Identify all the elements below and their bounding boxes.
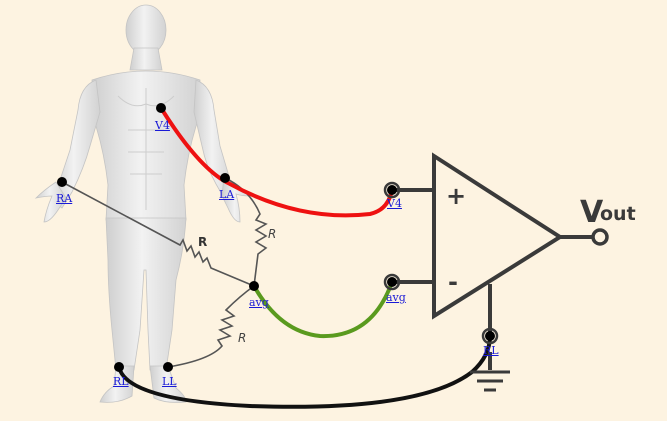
ground-icon [470,370,510,392]
avg-node-dot[interactable] [249,281,259,291]
v4-amp-dot[interactable] [387,185,397,195]
figure-shading [117,88,175,210]
resistor-label-ra: R [198,235,207,249]
resistor-label-la: R [268,227,276,241]
rl-body-dot[interactable] [114,362,124,372]
rl-body-link[interactable]: RL [113,375,129,388]
rl-amp-link[interactable]: RL [483,344,499,357]
avg-amp-terminal-ring [383,273,401,291]
rl-amp-dot[interactable] [485,331,495,341]
output-terminal [591,228,609,246]
ll-link[interactable]: LL [162,375,177,388]
electrode-dots [57,103,495,372]
avg-node-link[interactable]: avg [249,296,269,309]
ll-dot[interactable] [163,362,173,372]
rl-lead-wire [117,334,492,409]
vout-label: V [580,195,604,230]
ra-dot[interactable] [57,177,67,187]
plus-sign: + [446,182,466,210]
minus-sign: - [448,268,458,296]
ra-link[interactable]: RA [56,192,73,205]
figure-legs [105,217,187,371]
figure-right-foot [99,365,135,403]
rl-amp-terminal-ring [481,327,499,345]
figure-right-arm [51,79,101,209]
la-link[interactable]: LA [219,188,235,201]
avg-amp-dot[interactable] [387,277,397,287]
figure-left-arm [193,79,235,199]
amp-terminals [383,181,499,345]
op-amp-triangle [432,152,564,320]
vout-subscript: out [600,203,636,225]
resistor-label-ll: R [238,331,246,345]
v4-lead-wire [159,106,394,218]
v4-body-dot[interactable] [156,103,166,113]
ll-resistor-wire [167,285,255,368]
figure-right-hand [34,181,67,223]
avg-lead-wire [252,280,394,339]
ra-resistor-wire [61,181,255,287]
la-dot[interactable] [220,173,230,183]
human-figure [34,4,251,403]
v4-body-link[interactable]: V4 [155,119,170,132]
v4-amp-terminal-ring [383,181,401,199]
figure-head [125,4,167,56]
avg-amp-link[interactable]: avg [386,291,406,304]
v4-amp-link[interactable]: V4 [387,197,402,210]
figure-neck [129,47,163,71]
